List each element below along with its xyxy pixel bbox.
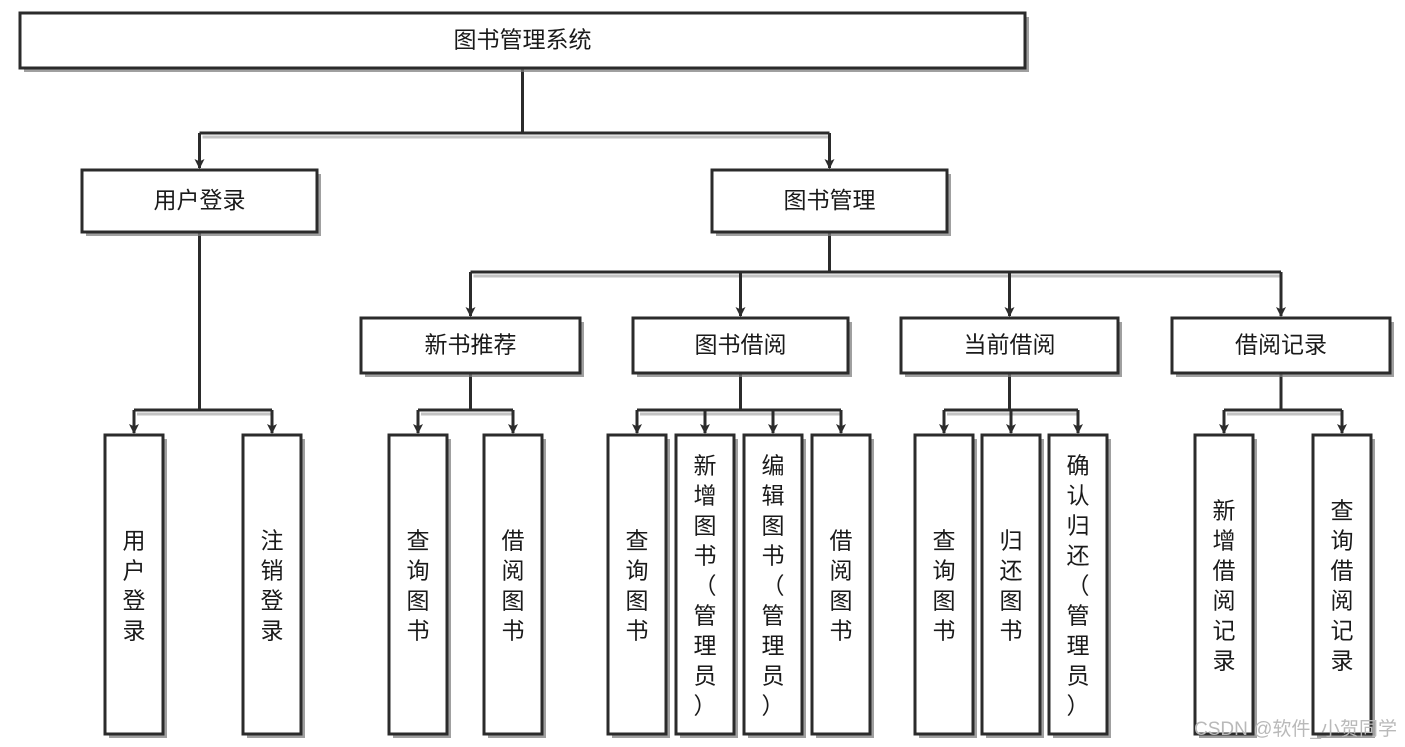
node-label: 查询图书 [933, 528, 956, 644]
node-label: 图书管理 [784, 187, 876, 213]
csdn-watermark: CSDN @软件_小贺同学 [1194, 719, 1397, 740]
node-label: 借阅图书 [502, 528, 525, 644]
edges-current-borrow-to-leaves [939, 373, 1083, 434]
node-label: 查询图书 [407, 528, 430, 644]
node-label: 注销登录 [261, 528, 284, 644]
node-label: 编辑图书（管理员） [762, 453, 785, 719]
node-leaf-borrow-book-1[interactable]: 借阅图书 [482, 433, 546, 738]
node-label: 借阅图书 [830, 528, 853, 644]
node-book-manage[interactable]: 图书管理 [710, 168, 951, 236]
node-label: 当前借阅 [964, 332, 1056, 358]
node-label: 查询图书 [626, 528, 649, 644]
node-leaf-add-book[interactable]: 新增图书（管理员） [674, 433, 738, 738]
edges-book-borrow-to-leaves [632, 373, 846, 434]
node-leaf-edit-book[interactable]: 编辑图书（管理员） [742, 433, 806, 738]
node-label: 图书管理系统 [454, 27, 592, 53]
node-borrow-record[interactable]: 借阅记录 [1170, 316, 1394, 377]
node-leaf-query-record[interactable]: 查询借阅记录 [1311, 433, 1375, 738]
edges-root-to-level2 [194, 68, 835, 169]
node-leaf-query-book-2[interactable]: 查询图书 [606, 433, 670, 738]
node-new-book-rec[interactable]: 新书推荐 [359, 316, 584, 377]
node-label: 用户登录 [154, 187, 246, 213]
node-book-borrow[interactable]: 图书借阅 [631, 316, 852, 377]
node-label: 新书推荐 [425, 332, 517, 358]
node-layer: 图书管理系统用户登录图书管理新书推荐图书借阅当前借阅借阅记录用户登录注销登录查询… [18, 11, 1394, 738]
node-root[interactable]: 图书管理系统 [18, 11, 1029, 72]
node-label: 确认归还（管理员） [1067, 453, 1090, 719]
node-label: 新增图书（管理员） [694, 453, 717, 719]
node-current-borrow[interactable]: 当前借阅 [899, 316, 1122, 377]
node-leaf-add-record[interactable]: 新增借阅记录 [1193, 433, 1257, 738]
node-leaf-return-book[interactable]: 归还图书 [980, 433, 1044, 738]
node-label: 查询借阅记录 [1331, 498, 1354, 674]
edges-new-book-rec-to-leaves [413, 373, 518, 434]
node-label: 新增借阅记录 [1213, 498, 1236, 674]
node-user-login[interactable]: 用户登录 [80, 168, 321, 236]
node-leaf-user-login[interactable]: 用户登录 [103, 433, 167, 738]
node-leaf-query-book-3[interactable]: 查询图书 [913, 433, 977, 738]
node-label: 借阅记录 [1235, 332, 1327, 358]
node-leaf-confirm-return[interactable]: 确认归还（管理员） [1047, 433, 1111, 738]
node-leaf-borrow-book-2[interactable]: 借阅图书 [810, 433, 874, 738]
node-leaf-user-logout[interactable]: 注销登录 [241, 433, 305, 738]
node-leaf-query-book-1[interactable]: 查询图书 [387, 433, 451, 738]
node-label: 归还图书 [1000, 528, 1023, 644]
edges-book-manage-to-level3 [465, 232, 1286, 317]
node-label: 用户登录 [123, 528, 146, 644]
edge-layer [129, 68, 1347, 434]
edges-borrow-record-to-leaves [1219, 373, 1347, 434]
node-label: 图书借阅 [695, 332, 787, 358]
edges-user-login-to-leaves [129, 232, 277, 434]
